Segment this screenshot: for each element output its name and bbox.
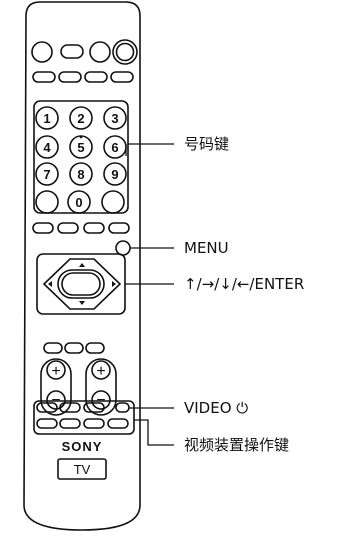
number-key — [35, 106, 59, 130]
number-key — [35, 162, 59, 186]
number-key-digits: 1 2 3 4 5 6 7 8 9 0 — [43, 111, 118, 210]
digit-6: 6 — [111, 140, 118, 155]
callout-av-keys: 视频装置操作键 — [184, 436, 290, 454]
channel-plus-sign: + — [96, 363, 105, 380]
row-button — [58, 71, 82, 83]
rocker-signs: + − + − — [51, 363, 105, 409]
number-key — [103, 106, 127, 130]
digit-1: 1 — [43, 111, 50, 126]
av-key — [107, 418, 129, 429]
function-button — [64, 342, 84, 354]
number-key — [69, 162, 93, 186]
direction-arrows — [48, 263, 116, 305]
channel-rocker — [85, 358, 117, 416]
arrow-right-icon — [112, 281, 116, 287]
leader-lines — [125, 143, 174, 446]
channel-minus — [91, 390, 111, 410]
row-button — [84, 71, 108, 83]
digit-8: 8 — [77, 167, 84, 182]
function-button — [43, 342, 63, 354]
callout-video: VIDEO ⏻ — [184, 399, 249, 417]
video-button — [115, 402, 130, 413]
number-key — [69, 106, 93, 130]
row-button — [32, 71, 56, 83]
av-key — [59, 402, 81, 413]
top-left-button — [31, 41, 53, 63]
volume-minus-sign: − — [51, 392, 60, 409]
row-button — [108, 222, 130, 234]
digit-7: 7 — [43, 167, 50, 182]
av-key — [83, 418, 105, 429]
number-key — [103, 162, 127, 186]
av-key — [59, 418, 81, 429]
power-button-outer — [112, 39, 138, 65]
arrow-down-icon — [79, 301, 85, 305]
number-key — [35, 135, 59, 159]
callout-enter: ↑/→/↓/←/ENTER — [184, 275, 305, 293]
menu-button — [115, 240, 131, 256]
channel-plus — [91, 360, 111, 380]
number-key — [67, 190, 91, 214]
av-key-area — [33, 400, 135, 435]
digit-4: 4 — [43, 140, 51, 155]
tv-label: TV — [74, 462, 91, 477]
arrow-left-icon — [48, 281, 52, 287]
number-key — [101, 190, 125, 214]
av-key — [36, 402, 58, 413]
digit-9: 9 — [111, 167, 118, 182]
digit-5: 5 — [77, 140, 84, 155]
digit-5-tactile-dot — [79, 135, 83, 139]
tv-selector — [57, 458, 107, 480]
digit-2: 2 — [77, 111, 84, 126]
leader-av-keys — [134, 419, 174, 446]
number-key — [35, 190, 59, 214]
volume-plus — [46, 360, 66, 380]
top-oval-button — [60, 44, 84, 59]
arrow-up-icon — [79, 263, 85, 267]
brand-logo: SONY — [62, 439, 103, 454]
volume-plus-sign: + — [51, 363, 60, 380]
volume-minus — [46, 390, 66, 410]
av-key — [83, 402, 105, 413]
row-button — [57, 222, 79, 234]
channel-minus-sign: − — [96, 392, 105, 409]
remote-body — [23, 1, 141, 531]
top-middle-button — [89, 41, 111, 63]
power-button-inner — [115, 42, 135, 62]
volume-rocker — [40, 358, 72, 416]
row-button — [32, 222, 54, 234]
digit-0: 0 — [75, 195, 82, 210]
row-button — [83, 222, 105, 234]
row-button — [110, 71, 134, 83]
av-key — [36, 418, 58, 429]
digit-3: 3 — [111, 111, 118, 126]
direction-ring — [42, 258, 122, 310]
function-button — [85, 342, 105, 354]
callout-number-keys: 号码键 — [184, 135, 230, 153]
enter-button-inner — [61, 272, 101, 296]
callout-menu: MENU — [184, 239, 229, 257]
enter-button — [57, 269, 105, 299]
